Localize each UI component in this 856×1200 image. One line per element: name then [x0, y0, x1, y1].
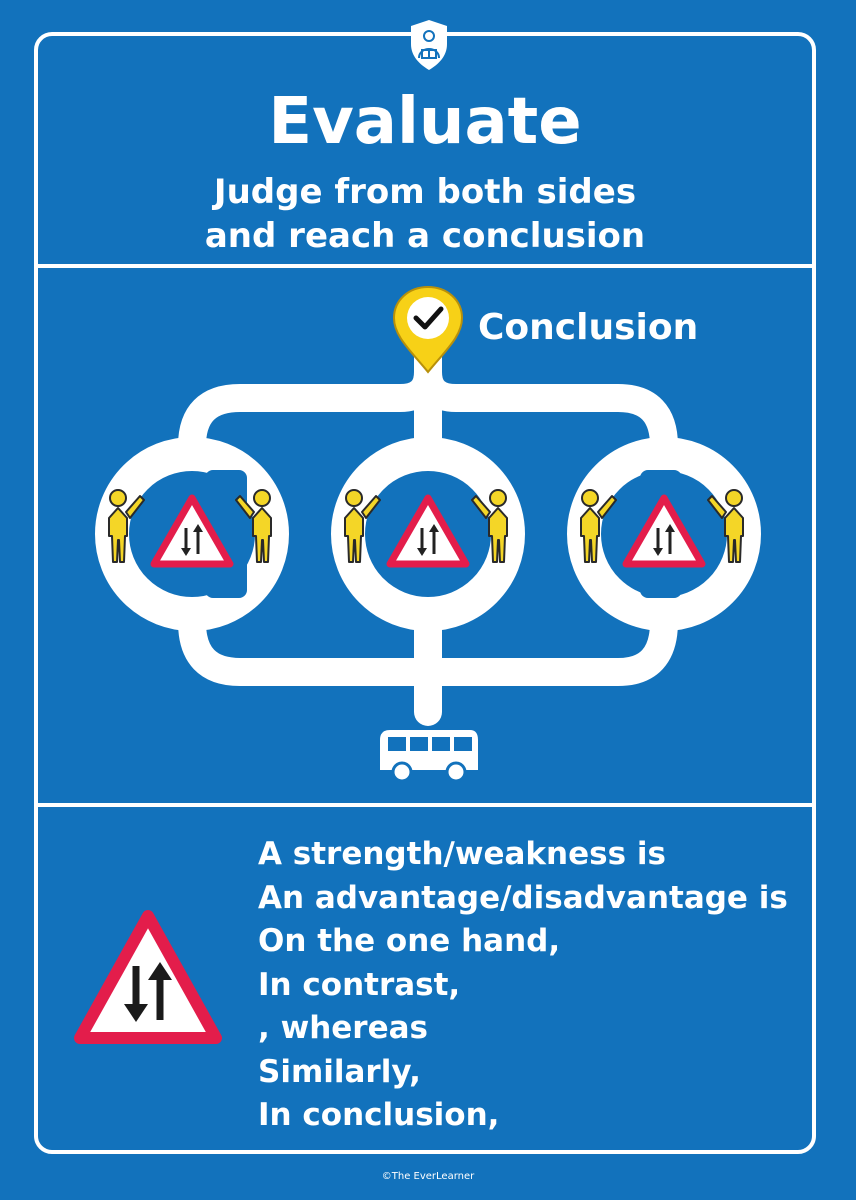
list-item: In conclusion,	[258, 1097, 500, 1133]
roundabout-sign-centre	[390, 498, 466, 564]
list-item: A strength/weakness is	[258, 836, 666, 872]
shield-logo-icon	[411, 20, 447, 70]
subtitle-line-2: and reach a conclusion	[204, 216, 646, 256]
section-divider-top	[34, 264, 816, 268]
section-divider-bottom	[34, 803, 816, 807]
list-item: An advantage/disadvantage is	[258, 879, 788, 916]
checkmark-map-pin-icon	[392, 285, 464, 374]
copyright-notice: ©The EverLearner	[381, 1171, 475, 1182]
two-way-traffic-warning-sign-icon	[74, 910, 222, 1044]
page-subtitle: Judge from both sides and reach a conclu…	[34, 170, 816, 258]
roundabout-sign-right	[626, 498, 702, 564]
list-item: In contrast,	[258, 966, 461, 1003]
list-item: On the one hand,	[258, 923, 561, 959]
phrase-list: A strength/weakness is An advantage/disa…	[258, 833, 788, 1138]
subtitle-line-1: Judge from both sides	[213, 172, 637, 212]
bus-icon	[380, 730, 478, 783]
list-item: Similarly,	[258, 1053, 421, 1090]
page-title: Evaluate	[268, 85, 582, 159]
destination-label: Conclusion	[478, 307, 699, 348]
list-item: , whereas	[258, 1010, 428, 1046]
